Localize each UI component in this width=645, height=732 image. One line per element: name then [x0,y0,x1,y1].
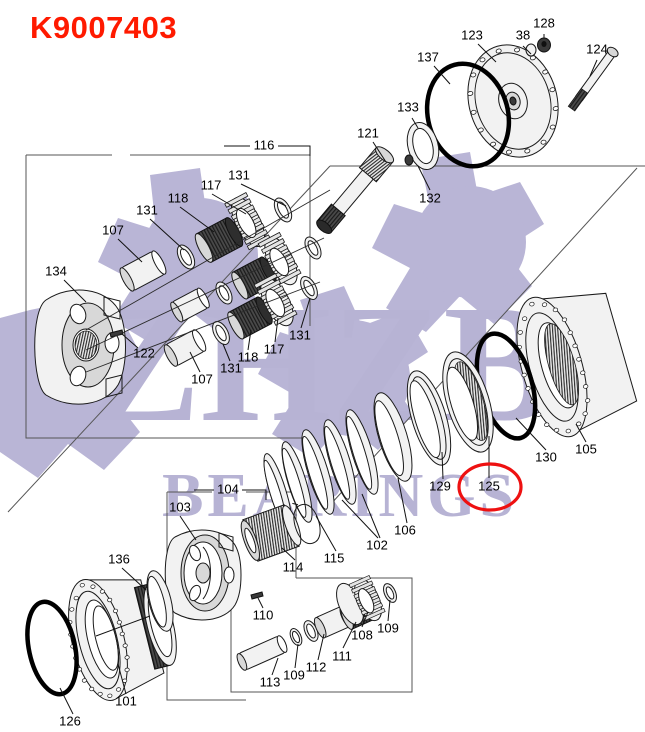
callout-112: 112 [306,659,327,674]
callout-108: 108 [351,627,373,642]
callout-131-c: 131 [220,360,242,375]
callout-136: 136 [108,551,130,566]
callout-122: 122 [133,345,155,360]
callout-128: 128 [533,15,555,30]
part-129-seal-ring [406,370,452,466]
callout-130: 130 [535,449,557,464]
callout-131-a: 131 [228,167,250,182]
callout-109-b: 109 [377,620,399,635]
callout-105: 105 [575,441,597,456]
callout-124: 124 [586,41,608,56]
planet-train-row-3 [163,272,318,367]
callout-101: 101 [115,693,137,708]
callout-109-a: 109 [283,667,305,682]
part-137-oring [424,61,512,169]
part-134-carrier-body [34,289,126,405]
part-122-dowel-pin [109,329,124,338]
part-106-friction-plate [373,392,413,482]
callout-labels: 38 128 124 123 137 133 132 121 116 131 1… [45,15,608,728]
assembly-axes [85,189,331,373]
callout-137: 137 [417,49,439,64]
sub-assembly-planet-2 [236,574,397,671]
callout-118-a: 118 [168,190,189,205]
part-128-nut [537,37,551,53]
part-136-retainer-ring [146,570,174,632]
part-38-washer [525,43,537,57]
part-103-carrier-body-2 [164,529,242,621]
part-110-dowel-pin [250,591,264,600]
callout-131-b: 131 [136,202,158,217]
part-133-thrust-washer [406,121,440,171]
callout-107-b: 107 [191,371,213,386]
callout-116: 116 [254,137,275,152]
page-title: K9007403 [30,10,178,45]
callout-125: 125 [478,478,500,493]
callout-107-a: 107 [102,222,124,237]
callout-129: 129 [429,478,451,493]
part-124-bolt [567,46,619,112]
callout-131-d: 131 [289,327,311,342]
callout-110: 110 [253,607,274,622]
part-101-wheel-hub [67,579,177,701]
callout-121: 121 [357,125,379,140]
callout-126: 126 [59,713,81,728]
callout-115: 115 [324,550,345,565]
callout-111: 111 [332,648,352,663]
callout-104: 104 [217,481,239,496]
callout-134: 134 [45,263,67,278]
callout-38: 38 [516,27,530,42]
highlight-marker-125 [457,462,523,512]
callout-103: 103 [169,499,191,514]
callout-114: 114 [283,559,304,574]
callout-106: 106 [394,522,416,537]
callout-133: 133 [397,99,419,114]
part-114-sun-gear [240,504,302,562]
callout-132: 132 [419,190,441,205]
part-115-snap-ring [292,502,321,545]
callout-118-b: 118 [238,349,259,364]
part-123-cover-plate [467,44,559,158]
leader-lines [59,34,598,715]
part-121-drive-shaft [316,146,395,235]
part-126-oring [25,599,79,697]
callout-102: 102 [366,537,388,552]
callout-123: 123 [461,27,483,42]
part-125-bearing [442,351,494,453]
callout-113: 113 [260,674,281,689]
part-132-pin [404,154,414,166]
callout-117-a: 117 [201,177,222,192]
callout-117-b: 117 [264,341,285,356]
